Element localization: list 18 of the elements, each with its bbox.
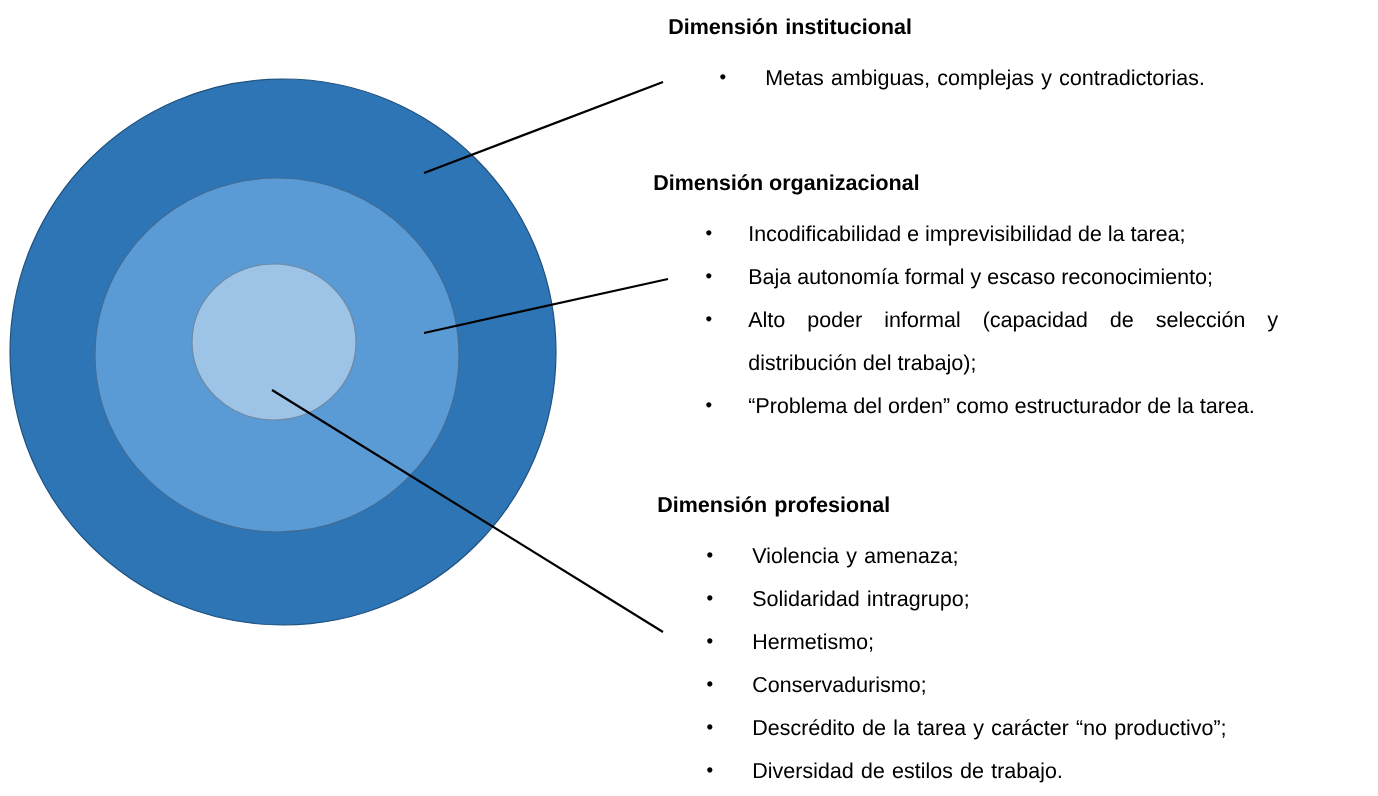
list-item: Violencia y amenaza; [707,547,957,568]
list-item: Alto poder informal (capacidad de selección y distribución del trabajo); [706,311,1279,375]
leader-line [271,389,664,633]
list-item: Conservadurismo; [707,676,925,695]
list-item: Baja autonomía formal y escaso reconocimiento; [706,268,1212,289]
list-item: Descrédito de la tarea y carácter “no productivo”; [707,719,1225,740]
list-item: “Problema del orden” como estructurador de la tarea. [706,397,1253,414]
heading: Dimensión organizacional [654,174,919,195]
heading: Dimensión profesional [658,496,889,517]
list-item: Metas ambiguas, complejas y contradictorias. [720,69,1203,90]
list-item: Diversidad de estilos de trabajo. [707,762,1061,783]
list-item: Solidaridad intragrupo; [707,590,968,611]
leader-line [423,277,669,335]
heading: Dimensión institucional [669,18,911,35]
ring-shape [191,263,357,421]
list-item: Incodificabilidad e imprevisibilidad de la tarea; [706,225,1184,246]
leader-line [423,81,664,175]
list-item: Hermetismo; [707,633,873,652]
